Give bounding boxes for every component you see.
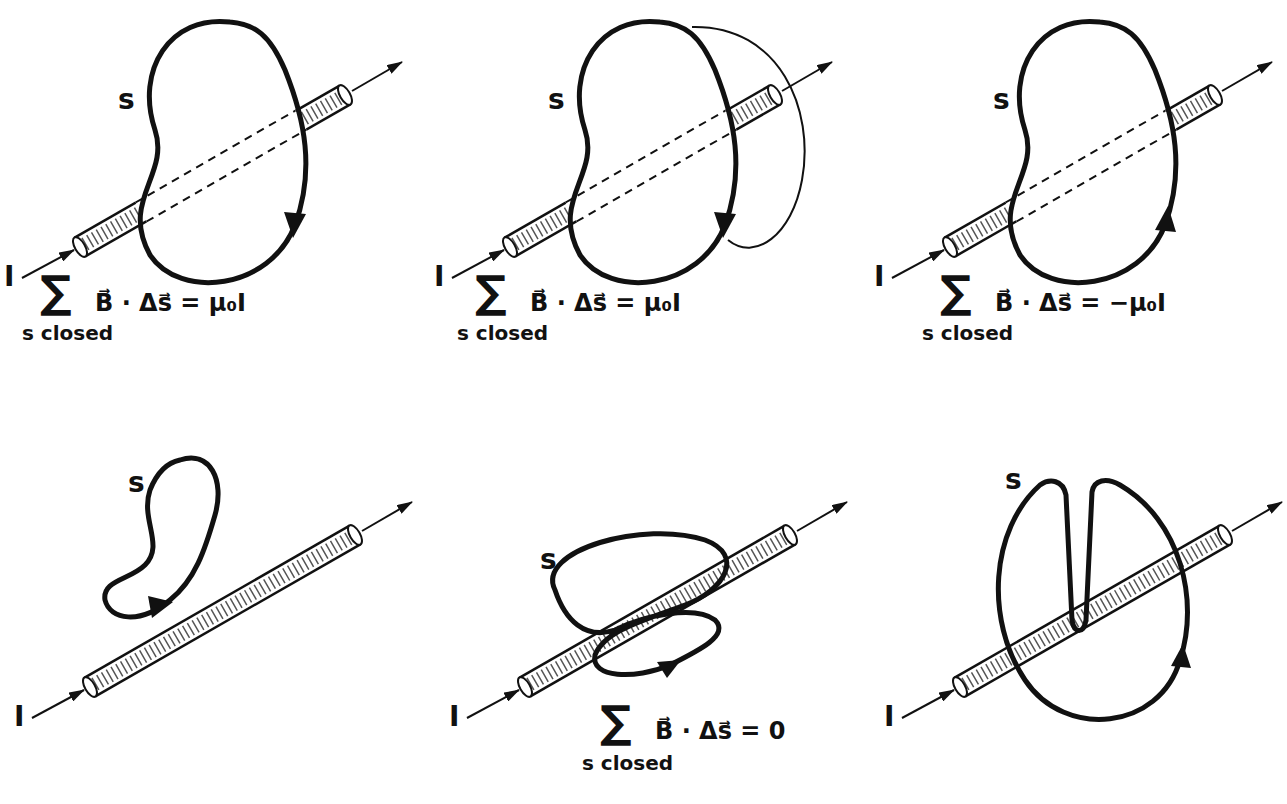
- current-label: I: [434, 262, 444, 293]
- path-label: s: [993, 85, 1010, 116]
- path-label: s: [548, 85, 565, 116]
- sum-subscript: s closed: [457, 322, 548, 344]
- sum-subscript: s closed: [582, 752, 673, 774]
- ampere-equation: B⃗ · Δs⃗ = −μ₀I: [995, 290, 1166, 316]
- current-label: I: [884, 702, 894, 733]
- panel-slit-loop: [902, 481, 1282, 720]
- panel-twisted-loop: [467, 502, 847, 718]
- path-label: s: [540, 545, 557, 576]
- sum-sign: ∑: [40, 268, 72, 316]
- path-label: s: [1005, 465, 1022, 496]
- panel-surface-loop: [452, 21, 832, 282]
- current-label: I: [874, 262, 884, 293]
- sum-sign: ∑: [475, 268, 507, 316]
- panel-outside-loop: [32, 458, 412, 718]
- ampere-equation: B⃗ · Δs⃗ = μ₀I: [95, 290, 246, 316]
- ampere-equation: B⃗ · Δs⃗ = 0: [655, 718, 786, 744]
- sum-subscript: s closed: [922, 322, 1013, 344]
- ampere-equation: B⃗ · Δs⃗ = μ₀I: [530, 290, 681, 316]
- path-label: s: [128, 468, 145, 499]
- path-label: s: [118, 85, 135, 116]
- sum-subscript: s closed: [22, 322, 113, 344]
- panel-reversed-loop: [892, 21, 1272, 282]
- current-label: I: [14, 702, 24, 733]
- current-label: I: [449, 702, 459, 733]
- sum-sign: ∑: [940, 268, 972, 316]
- current-label: I: [4, 262, 14, 293]
- sum-sign: ∑: [600, 698, 632, 746]
- panel-enclosing-loop: [22, 21, 402, 282]
